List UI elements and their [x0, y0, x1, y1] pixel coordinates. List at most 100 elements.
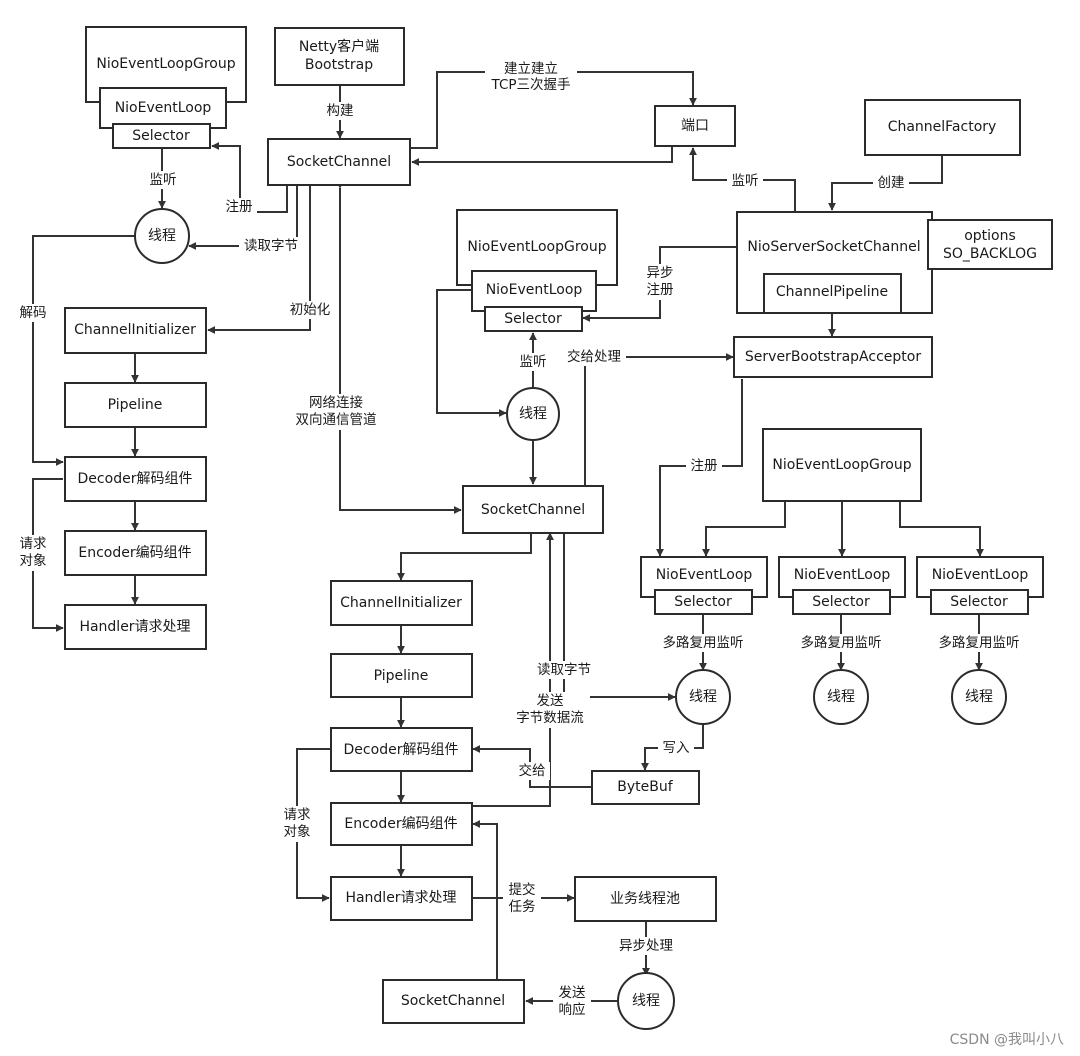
- client-selector: Selector: [132, 128, 190, 144]
- label-async-process: 异步处理: [619, 938, 673, 954]
- svg-text:Decoder解码组件: Decoder解码组件: [78, 471, 193, 487]
- svg-text:NioEventLoop: NioEventLoop: [932, 567, 1029, 583]
- server-decoder: Decoder解码组件: [330, 727, 473, 772]
- port-node: 端口: [654, 105, 736, 147]
- label-request-center-1: 请求: [284, 807, 311, 823]
- svg-text:ChannelInitializer: ChannelInitializer: [74, 322, 196, 338]
- svg-text:端口: 端口: [681, 118, 709, 134]
- svg-text:线程: 线程: [148, 228, 176, 244]
- label-request-center-2: 对象: [284, 824, 311, 840]
- center-thread: 线程: [506, 387, 560, 441]
- svg-text:Handler请求处理: Handler请求处理: [345, 890, 456, 906]
- edge-init: [207, 185, 311, 334]
- server-pipeline: Pipeline: [330, 653, 473, 698]
- label-response-2: 响应: [559, 1001, 586, 1018]
- label-mux-1: 多路复用监听: [663, 634, 744, 651]
- label-send-1: 发送: [537, 693, 565, 709]
- client-channel-initializer: ChannelInitializer: [64, 307, 207, 354]
- watermark: CSDN @我叫小八: [950, 1032, 1064, 1048]
- svg-text:NioEventLoopGroup: NioEventLoopGroup: [467, 239, 606, 255]
- label-write: 写入: [663, 740, 691, 756]
- client-bootstrap: Netty客户端 Bootstrap: [274, 27, 405, 86]
- svg-text:ByteBuf: ByteBuf: [617, 779, 673, 795]
- edge-decode: [32, 235, 136, 466]
- svg-text:SO_BACKLOG: SO_BACKLOG: [943, 246, 1037, 262]
- label-listen-left: 监听: [150, 172, 177, 188]
- server-bootstrap-acceptor: ServerBootstrapAcceptor: [733, 336, 933, 378]
- label-submit-1: 提交: [509, 881, 536, 898]
- svg-text:NioEventLoopGroup: NioEventLoopGroup: [96, 56, 235, 72]
- label-mux-2: 多路复用监听: [801, 634, 882, 651]
- svg-text:NioEventLoop: NioEventLoop: [656, 567, 753, 583]
- svg-text:线程: 线程: [632, 993, 660, 1009]
- svg-text:线程: 线程: [519, 406, 547, 422]
- svg-text:SocketChannel: SocketChannel: [481, 502, 585, 518]
- worker-thread-1: 线程: [675, 669, 731, 725]
- label-init: 初始化: [290, 301, 331, 318]
- worker-selector-2: Selector: [812, 594, 870, 610]
- svg-text:NioEventLoop: NioEventLoop: [794, 567, 891, 583]
- edge-g3-wl1: [702, 501, 786, 557]
- worker-thread-2: 线程: [813, 669, 869, 725]
- label-register-left: 注册: [226, 199, 253, 215]
- label-tcp-2: TCP三次握手: [490, 77, 570, 93]
- edge-loop-thread: [436, 289, 507, 417]
- options-node: options SO_BACKLOG: [927, 219, 1053, 270]
- svg-text:NioEventLoopGroup: NioEventLoopGroup: [772, 457, 911, 473]
- worker-selector-3: Selector: [950, 594, 1008, 610]
- label-mux-3: 多路复用监听: [939, 634, 1020, 651]
- svg-text:Pipeline: Pipeline: [374, 668, 429, 684]
- label-decode: 解码: [20, 305, 47, 321]
- label-read-left: 读取字节: [244, 238, 298, 254]
- response-socket-channel: SocketChannel: [382, 979, 525, 1024]
- client-thread: 线程: [134, 208, 190, 264]
- business-thread-pool: 业务线程池: [574, 876, 717, 922]
- label-send-2: 字节数据流: [516, 710, 584, 726]
- worker-event-loop-group: NioEventLoopGroup: [762, 428, 922, 502]
- svg-text:ChannelInitializer: ChannelInitializer: [340, 595, 462, 611]
- label-response-1: 发送: [559, 985, 587, 1001]
- server-socket-channel-child: SocketChannel: [462, 485, 604, 534]
- channel-pipeline: ChannelPipeline: [776, 284, 888, 300]
- svg-text:SocketChannel: SocketChannel: [401, 993, 505, 1009]
- svg-text:Netty客户端: Netty客户端: [299, 38, 379, 55]
- edge-sc2-ci2: [397, 533, 532, 581]
- svg-text:线程: 线程: [689, 689, 717, 705]
- worker-thread-3: 线程: [951, 669, 1007, 725]
- svg-text:ServerBootstrapAcceptor: ServerBootstrapAcceptor: [745, 349, 921, 365]
- label-request-left-1: 请求: [20, 536, 47, 552]
- worker-event-loop-1: NioEventLoop Selector: [640, 556, 768, 615]
- worker-selector-1: Selector: [674, 594, 732, 610]
- client-event-loop: NioEventLoop: [115, 100, 212, 116]
- worker-event-loop-2: NioEventLoop Selector: [778, 556, 906, 615]
- nodes: NioEventLoopGroup NioEventLoop Selector …: [64, 26, 1053, 1030]
- svg-text:Encoder编码组件: Encoder编码组件: [78, 545, 191, 561]
- client-event-loop-group: NioEventLoopGroup NioEventLoop Selector: [85, 26, 247, 149]
- label-read-center: 读取字节: [537, 662, 591, 678]
- edge-labels: 建立建立 TCP三次握手 构建 监听 注册 读取字节 解码 初始化 监听 创建 …: [15, 56, 1023, 1021]
- svg-text:业务线程池: 业务线程池: [610, 891, 680, 907]
- svg-text:Encoder编码组件: Encoder编码组件: [344, 816, 457, 832]
- edge-sc3-enc2: [472, 820, 498, 979]
- label-request-left-2: 对象: [20, 553, 47, 569]
- server-socket-channel: NioServerSocketChannel ChannelPipeline: [736, 211, 933, 314]
- client-encoder: Encoder编码组件: [64, 530, 207, 576]
- label-build: 构建: [327, 103, 354, 119]
- business-thread: 线程: [617, 972, 675, 1030]
- svg-text:NioServerSocketChannel: NioServerSocketChannel: [747, 239, 920, 255]
- client-decoder: Decoder解码组件: [64, 456, 207, 502]
- svg-text:线程: 线程: [965, 689, 993, 705]
- svg-text:线程: 线程: [827, 689, 855, 705]
- server-encoder: Encoder编码组件: [330, 802, 473, 846]
- client-pipeline: Pipeline: [64, 382, 207, 428]
- label-async-2: 注册: [647, 282, 674, 298]
- boss-selector: Selector: [504, 311, 562, 327]
- label-register-worker: 注册: [691, 458, 718, 474]
- edge-enc-to-sc2: [471, 532, 554, 807]
- svg-text:options: options: [964, 228, 1016, 244]
- client-handler: Handler请求处理: [64, 604, 207, 650]
- label-handover: 交给处理: [567, 348, 621, 365]
- svg-text:SocketChannel: SocketChannel: [287, 154, 391, 170]
- worker-event-loop-3: NioEventLoop Selector: [916, 556, 1044, 615]
- server-handler: Handler请求处理: [330, 876, 473, 921]
